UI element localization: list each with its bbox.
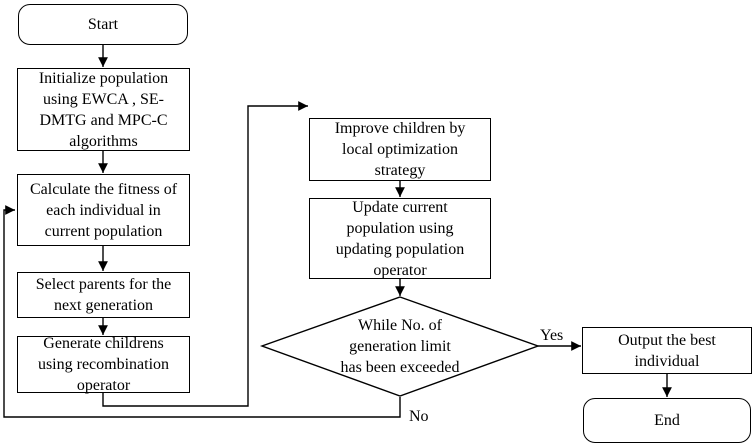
generate-childrens-box: Generate childrens using recombination o… — [17, 335, 190, 394]
start-node: Start — [18, 4, 188, 45]
arrow-decision-no-loop — [3, 205, 401, 418]
decision-diamond — [259, 296, 541, 397]
decision-label: While No. of generation limit has been e… — [340, 317, 460, 376]
improve-children-box: Improve children by local optimization s… — [309, 118, 491, 181]
arrow-generate-to-improve — [102, 101, 308, 407]
end-node: End — [583, 398, 751, 443]
calculate-fitness-box: Calculate the fitness of each individual… — [17, 174, 190, 246]
yes-label: Yes — [540, 327, 564, 344]
no-label: No — [409, 408, 429, 425]
select-parents-box: Select parents for the next generation — [17, 272, 190, 318]
initialize-population-box: Initialize population using EWCA , SE- D… — [17, 68, 190, 151]
update-population-box: Update current population using updating… — [309, 198, 491, 279]
output-best-box: Output the best individual — [582, 327, 752, 374]
